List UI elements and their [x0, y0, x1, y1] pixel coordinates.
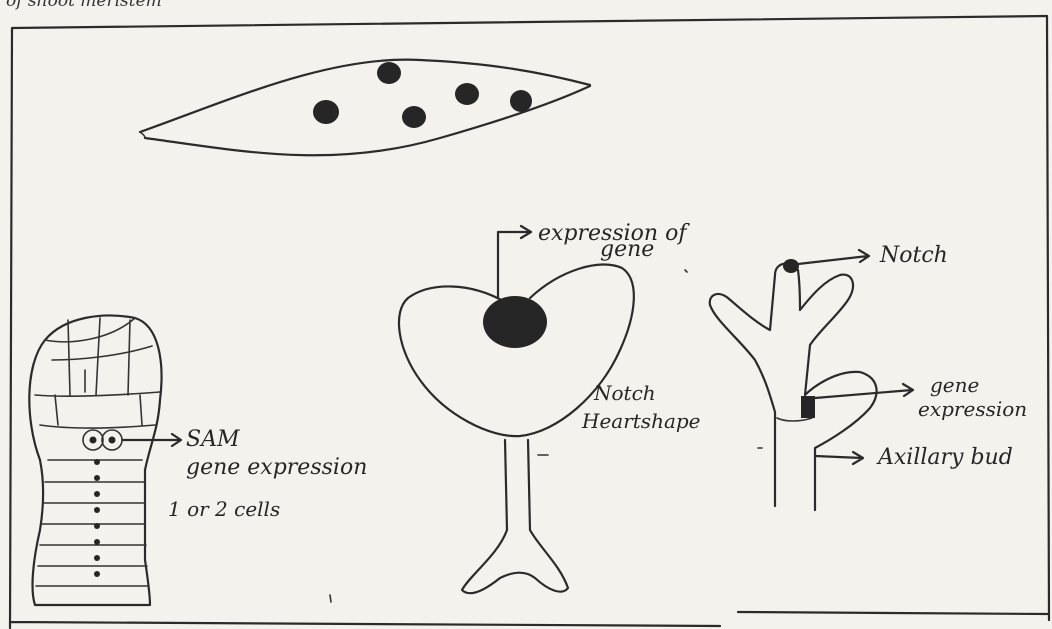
shoot-with-axillary-bud: [710, 250, 913, 510]
gene-expression-blob: [483, 296, 547, 348]
axillary-bud-arrow: [815, 452, 863, 464]
label-gene-right: gene: [930, 373, 979, 397]
notch-arrow: [798, 250, 869, 264]
label-sam: SAM: [186, 427, 240, 452]
nucleus-dot: [313, 100, 339, 124]
label-gene-top: gene: [600, 237, 654, 262]
dotted-cell-line: [94, 459, 100, 577]
gene-expression-mark: [801, 396, 815, 418]
label-notch-mid: Notch: [593, 381, 656, 405]
label-one-or-two-cells: 1 or 2 cells: [168, 497, 280, 521]
nucleus-dot: [402, 106, 426, 128]
label-notch-right: Notch: [879, 243, 948, 268]
expression-arrow: [498, 226, 531, 298]
nucleus-dot: [377, 62, 401, 84]
notch-dot: [783, 259, 799, 273]
label-gene-expression-left: gene expression: [186, 455, 367, 480]
label-heartshape: Heartshape: [581, 409, 701, 433]
header-fragment: of shoot meristem: [6, 0, 162, 11]
gene-expression-arrow: [815, 384, 913, 398]
nucleus-dot: [455, 83, 479, 105]
nucleus-dot: [510, 90, 532, 112]
label-expression-right: expression: [918, 397, 1027, 421]
leaf-shaped-cell: [140, 60, 590, 156]
shoot-apex-drawing: [29, 316, 181, 605]
label-axillary-bud: Axillary bud: [876, 445, 1013, 470]
